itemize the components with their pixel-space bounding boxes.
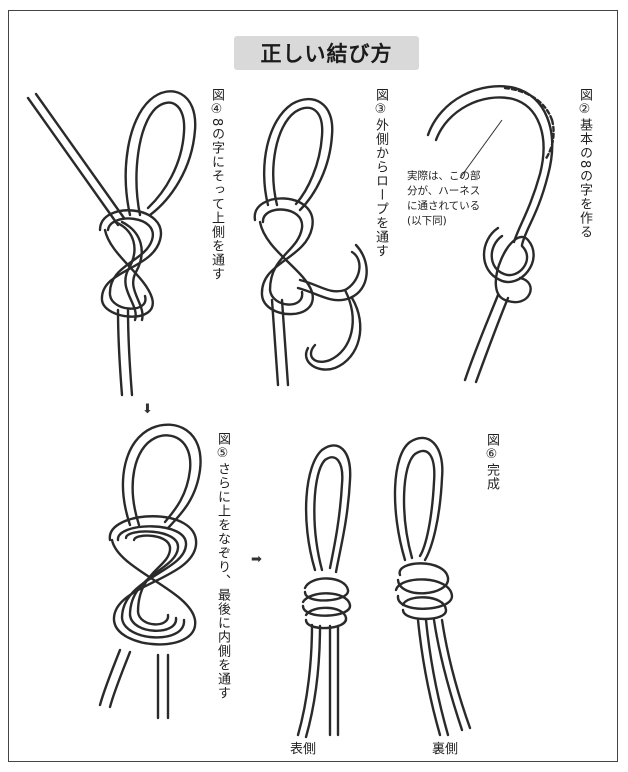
- figure-4-number: 図④: [209, 88, 224, 118]
- figure-3-drawing: [255, 99, 367, 385]
- annotation-note: 実際は、この部 分が、ハーネス に通されている (以下同): [407, 169, 517, 229]
- figure-3-number: 図③: [373, 88, 388, 118]
- figure-6-front-drawing: [298, 445, 350, 737]
- note-line-1: 実際は、この部: [407, 169, 517, 184]
- figure-6-number: 図⑥: [484, 433, 499, 463]
- figure-2-caption: 図②基本の8の字を作る: [576, 88, 592, 239]
- down-arrow-icon: ⬇: [142, 402, 153, 417]
- front-side-label: 表側: [290, 738, 316, 757]
- figure-5-drawing: [100, 425, 201, 718]
- figure-3-caption: 図③外側からロープを通す: [372, 88, 388, 258]
- figure-2-number: 図②: [577, 88, 592, 118]
- figure-4-drawing: [28, 91, 195, 395]
- figure-5-caption: 図⑤さらに上をなぞり、最後に内側を通す: [214, 432, 230, 700]
- figure-2-text: 基本の8の字を作る: [577, 118, 592, 239]
- note-line-4: (以下同): [407, 214, 517, 229]
- note-line-3: に通されている: [407, 199, 517, 214]
- figure-3-text: 外側からロープを通す: [373, 118, 388, 258]
- figure-6-caption: 図⑥完成: [483, 433, 499, 491]
- figure-2-drawing: [428, 86, 554, 382]
- figure-4-caption: 図④8の字にそって上側を通す: [208, 88, 224, 281]
- right-arrow-icon: ➡: [251, 552, 262, 567]
- figure-4-text: 8の字にそって上側を通す: [209, 118, 224, 281]
- back-side-label: 裏側: [432, 738, 458, 757]
- figure-6-text: 完成: [484, 463, 499, 491]
- figure-6-back-drawing: [395, 438, 470, 735]
- figure-5-text: さらに上をなぞり、最後に内側を通す: [215, 462, 230, 700]
- note-line-2: 分が、ハーネス: [407, 184, 517, 199]
- figure-5-number: 図⑤: [215, 432, 230, 462]
